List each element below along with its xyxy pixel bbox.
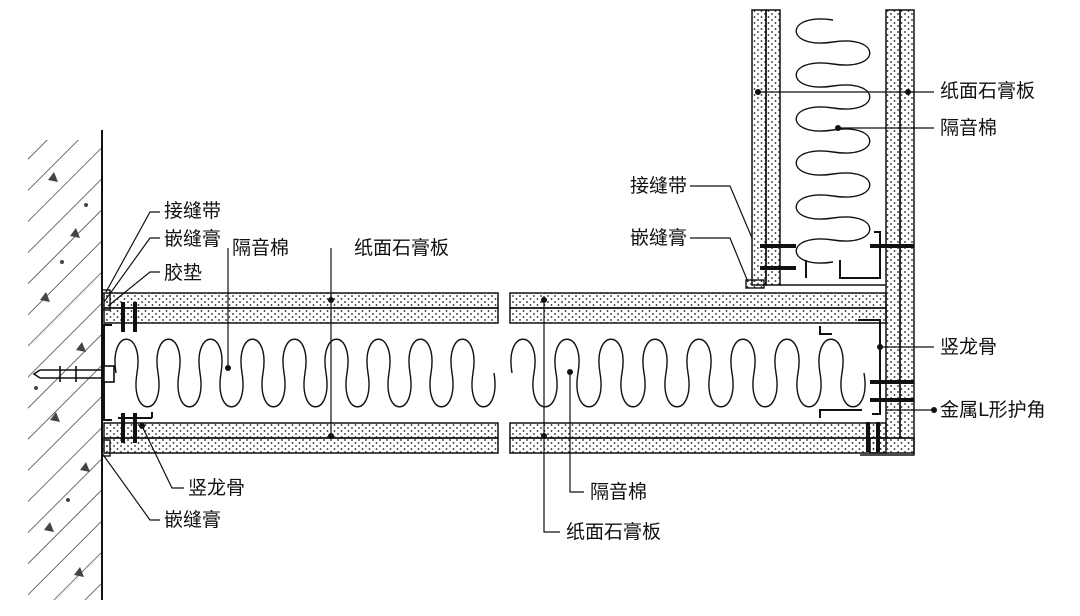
leader-lines [103,91,934,533]
label-stud-left: 竖龙骨 [188,477,246,499]
label-gypsum-board-right-top: 纸面石膏板 [940,80,1036,102]
leader-dots [139,89,937,439]
label-gypsum-board-left: 纸面石膏板 [354,237,450,259]
insulation-vertical [795,18,871,264]
label-stud-right: 竖龙骨 [940,336,998,358]
label-joint-tape-right: 接缝带 [630,175,688,197]
label-insulation-bottom: 隔音棉 [590,481,648,503]
anchor-bolt [32,365,115,383]
label-joint-compound-right: 嵌缝膏 [630,227,688,249]
label-gypsum-board-bottom: 纸面石膏板 [566,521,662,543]
screws [121,244,914,452]
metal-studs [103,231,881,421]
label-joint-tape-left: 接缝带 [164,200,222,222]
label-joint-compound-left-top: 嵌缝膏 [164,228,222,250]
label-insulation-left: 隔音棉 [232,237,290,259]
label-metal-corner: 金属L形护角 [940,399,1046,421]
label-rubber-pad: 胶垫 [164,262,203,284]
label-joint-compound-left-bottom: 嵌缝膏 [164,509,222,531]
concrete-wall [28,130,103,600]
insulation-horizontal [114,338,866,408]
label-insulation-right-top: 隔音棉 [940,117,998,139]
vertical-partition [751,9,915,454]
